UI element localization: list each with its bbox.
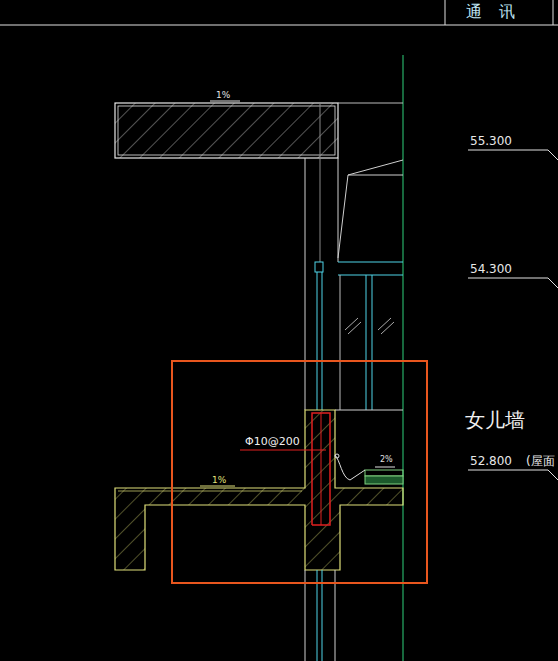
title-block-text: 通 讯 [466, 4, 521, 20]
part-name: 女儿墙 [465, 410, 525, 430]
elevation-label: 52.800 [470, 455, 512, 467]
note-text: (屋面 [526, 455, 555, 467]
rebar-spec: Φ10@200 [245, 436, 300, 447]
slope-label: 1% [216, 91, 230, 100]
slope-label: 2% [380, 456, 393, 464]
elevation-label: 55.300 [470, 135, 512, 147]
elevation-label: 54.300 [470, 263, 512, 275]
slope-label: 1% [212, 476, 226, 485]
